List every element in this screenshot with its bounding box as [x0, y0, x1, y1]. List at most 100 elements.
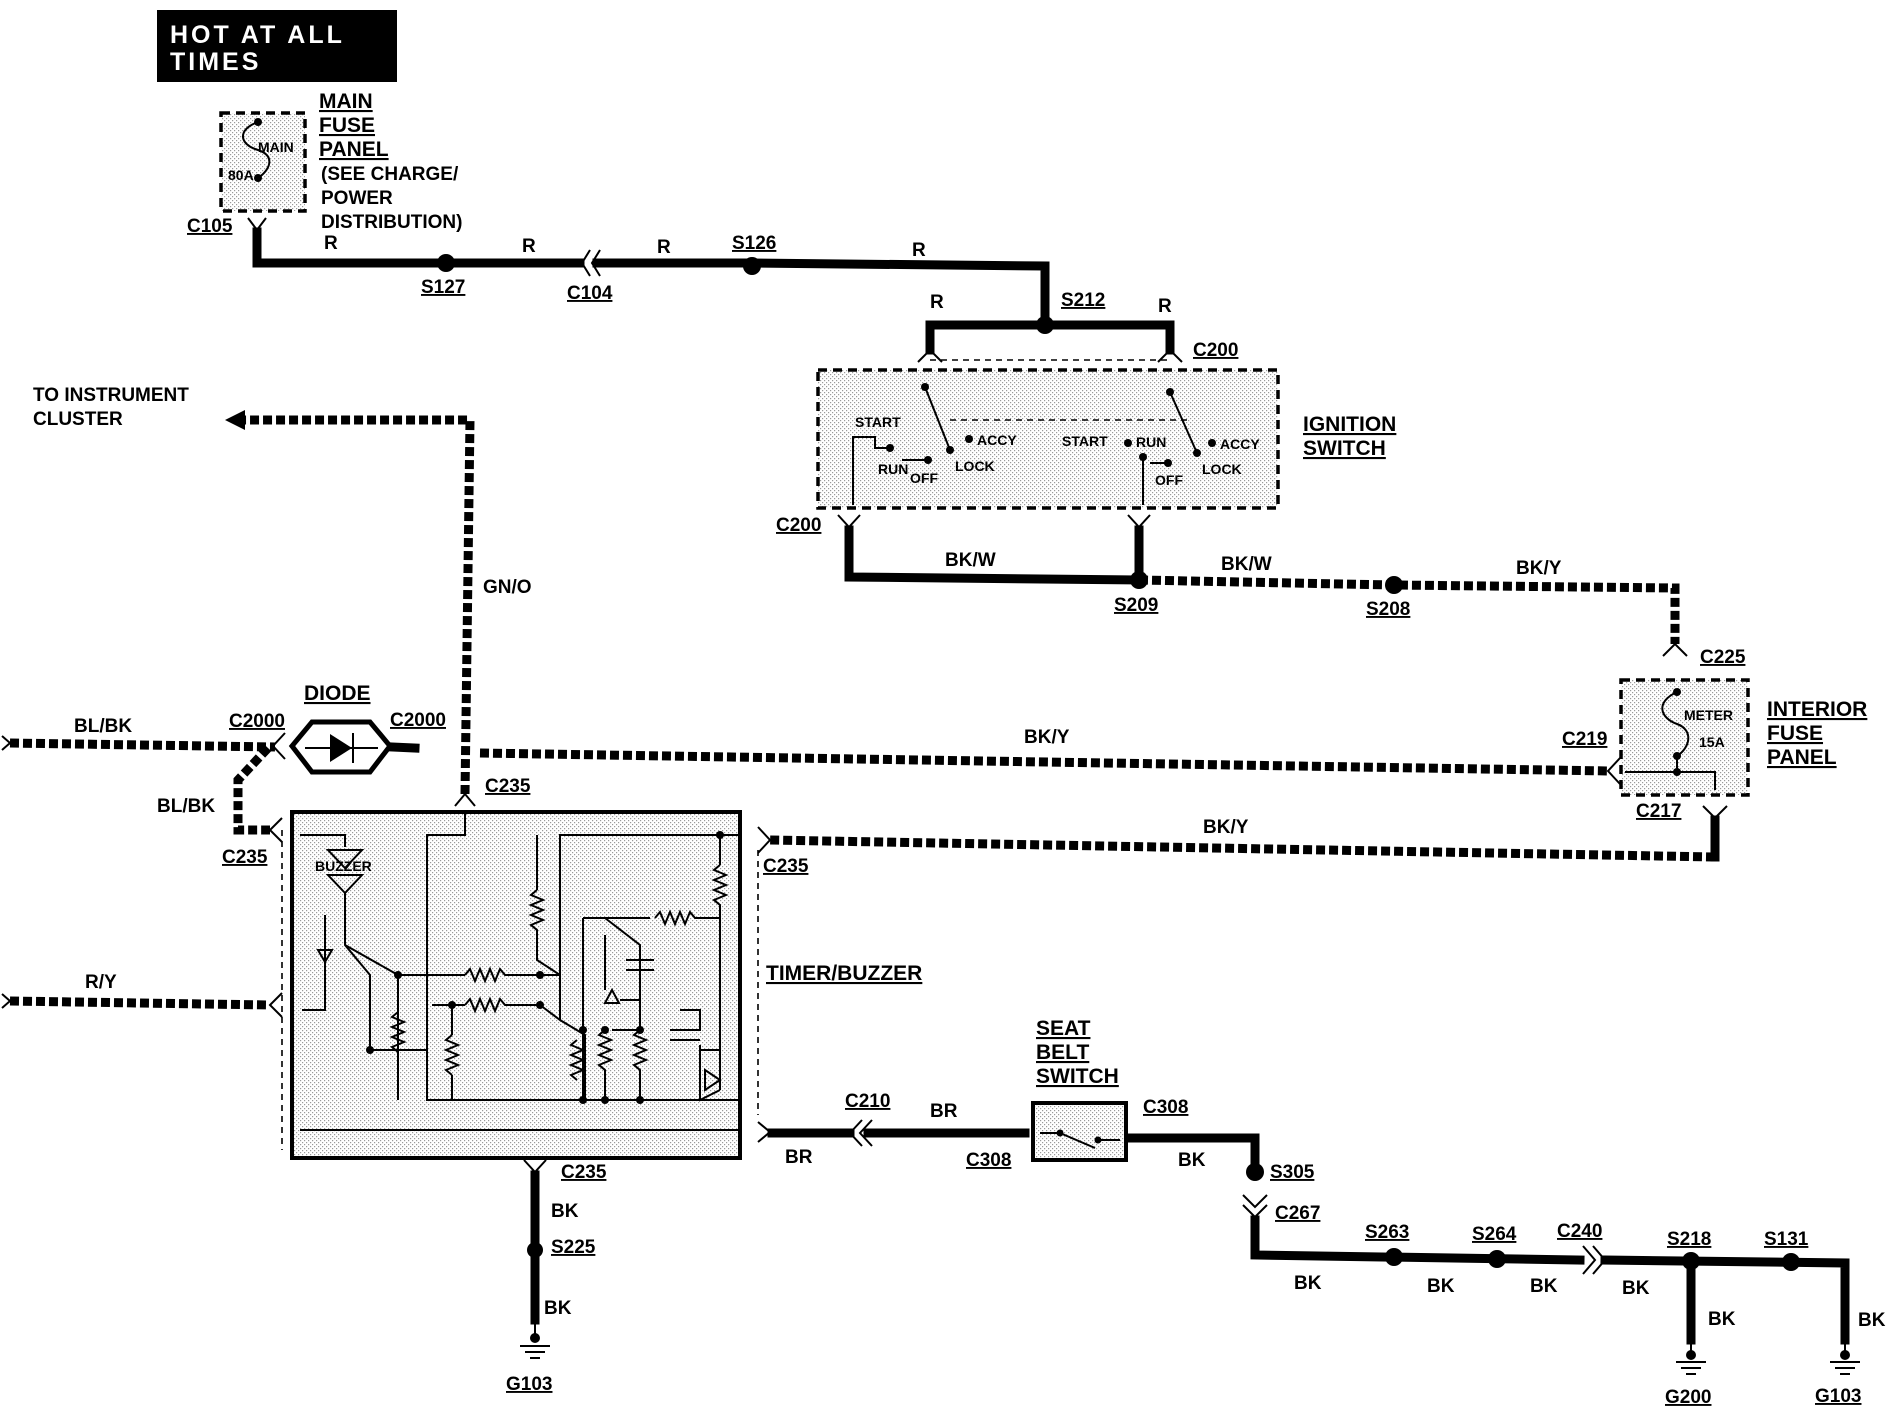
timer-ground-wire [520, 1159, 550, 1359]
s225-label: S225 [551, 1237, 596, 1258]
s264-label: S264 [1472, 1224, 1517, 1245]
ign-right-off: OFF [1155, 472, 1183, 488]
interior-fuse-panel [1619, 678, 1750, 797]
ign-right-lock: LOCK [1202, 461, 1242, 477]
ign-left-start: START [855, 414, 901, 430]
wire-bky-1: BK/Y [1516, 558, 1562, 579]
main-fuse-title-3: PANEL [319, 138, 389, 161]
gno-wire [225, 410, 476, 807]
bk-ground-chain [1125, 1133, 1860, 1375]
interior-fuse-title-1: INTERIOR [1767, 698, 1867, 721]
c308-left-label: C308 [966, 1150, 1011, 1171]
wire-br-2: BR [930, 1101, 958, 1122]
br-wire [757, 1119, 1030, 1147]
wire-ry: R/Y [85, 972, 117, 993]
ign-left-run: RUN [878, 461, 908, 477]
ignition-switch-title-1: IGNITION [1303, 413, 1396, 436]
wire-bk-2: BK [544, 1298, 572, 1319]
c200-top-label: C200 [1193, 340, 1238, 361]
c2000-left-label: C2000 [229, 711, 285, 732]
s127-label: S127 [421, 277, 465, 298]
wire-r-4: R [912, 240, 926, 261]
r-feed-wires [247, 217, 1183, 363]
main-fuse-rating: 80A [228, 167, 254, 183]
c235-left-label: C235 [222, 847, 268, 868]
c219-label: C219 [1562, 729, 1607, 750]
wire-r-1: R [324, 233, 338, 254]
wire-bkw-1: BK/W [945, 550, 996, 571]
wire-bk-3: BK [1178, 1150, 1206, 1171]
c308-right-label: C308 [1143, 1097, 1188, 1118]
c217-label: C217 [1636, 801, 1681, 822]
bkw-bky-wires [837, 514, 1688, 657]
g103-right-label: G103 [1815, 1386, 1861, 1407]
diode-group [1, 719, 420, 843]
s212-label: S212 [1061, 290, 1105, 311]
c240-label: C240 [1557, 1221, 1602, 1242]
main-fuse-panel: MAIN 80A MAIN FUSE PANEL (SEE CHARGE/ PO… [219, 90, 462, 233]
seat-belt-switch [1031, 1101, 1128, 1162]
interior-fuse-name: METER [1684, 707, 1733, 723]
wire-r-5: R [930, 292, 944, 313]
interior-fuse-title-2: FUSE [1767, 722, 1823, 745]
main-fuse-title-2: FUSE [319, 114, 375, 137]
wire-bk-1: BK [551, 1201, 579, 1222]
ign-left-off: OFF [910, 470, 938, 486]
wire-bky-3: BK/Y [1203, 817, 1249, 838]
wire-bk-8: BK [1708, 1309, 1736, 1330]
wire-r-2: R [522, 236, 536, 257]
c267-label: C267 [1275, 1203, 1320, 1224]
c105-label: C105 [187, 216, 233, 237]
wire-bk-6: BK [1530, 1276, 1558, 1297]
wire-r-6: R [1158, 296, 1172, 317]
to-instrument-cluster-1: TO INSTRUMENT [33, 385, 189, 406]
wire-bk-7: BK [1622, 1278, 1650, 1299]
ign-right-run: RUN [1136, 434, 1166, 450]
wire-bk-5: BK [1427, 1276, 1455, 1297]
wire-bk-9: BK [1858, 1310, 1886, 1331]
main-fuse-note-1: (SEE CHARGE/ [321, 164, 459, 185]
hot-line-2: TIMES [170, 48, 261, 76]
ignition-switch-title-2: SWITCH [1303, 437, 1386, 460]
g200-label: G200 [1665, 1387, 1711, 1408]
wire-bky-2: BK/Y [1024, 727, 1070, 748]
ignition-switch [816, 359, 1280, 510]
ign-right-start: START [1062, 433, 1108, 449]
hot-at-all-times-box: HOT AT ALL TIMES [157, 10, 397, 82]
buzzer-label: BUZZER [315, 858, 372, 874]
seat-belt-title-2: BELT [1036, 1041, 1089, 1064]
g103-left-label: G103 [506, 1374, 552, 1395]
s218-label: S218 [1667, 1229, 1711, 1250]
s208-label: S208 [1366, 599, 1410, 620]
seat-belt-title-3: SWITCH [1036, 1065, 1119, 1088]
ign-left-accy: ACCY [977, 432, 1017, 448]
wire-blbk-2: BL/BK [157, 796, 215, 817]
c235-right-label: C235 [763, 856, 809, 877]
s131-label: S131 [1764, 1229, 1809, 1250]
c235-top-label: C235 [485, 776, 531, 797]
s305-label: S305 [1270, 1162, 1315, 1183]
c200-bottom-label: C200 [776, 515, 821, 536]
s209-label: S209 [1114, 595, 1158, 616]
ign-right-accy: ACCY [1220, 436, 1260, 452]
diode-label: DIODE [304, 682, 371, 705]
main-fuse-title-1: MAIN [319, 90, 373, 113]
to-instrument-cluster-2: CLUSTER [33, 409, 123, 430]
ign-left-lock: LOCK [955, 458, 995, 474]
wire-br-1: BR [785, 1147, 813, 1168]
wire-bkw-2: BK/W [1221, 554, 1272, 575]
hot-line-1: HOT AT ALL [170, 21, 345, 49]
long-bky-wires [479, 748, 1728, 862]
c210-label: C210 [845, 1091, 890, 1112]
s126-label: S126 [732, 233, 776, 254]
wire-blbk-1: BL/BK [74, 716, 132, 737]
interior-fuse-title-3: PANEL [1767, 746, 1837, 769]
main-fuse-note-3: DISTRIBUTION) [321, 212, 462, 233]
wire-gno: GN/O [483, 577, 532, 598]
c104-label: C104 [567, 283, 613, 304]
c225-label: C225 [1700, 647, 1746, 668]
timer-buzzer-label: TIMER/BUZZER [766, 962, 922, 985]
s263-label: S263 [1365, 1222, 1409, 1243]
wire-r-3: R [657, 237, 671, 258]
